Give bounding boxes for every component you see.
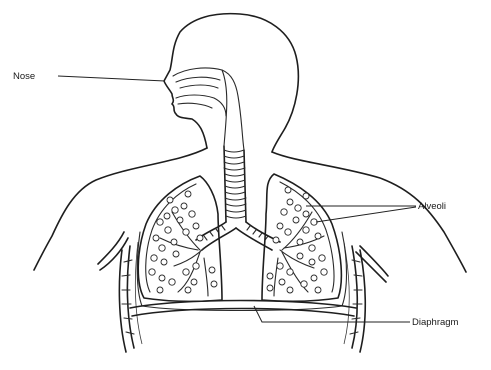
nasal-cavity: [173, 68, 238, 96]
chest-wall-right: [344, 242, 365, 352]
trachea: [224, 146, 246, 222]
head-outline: [164, 14, 298, 152]
mouth: [176, 95, 226, 116]
left-arm: [98, 232, 124, 264]
label-alveoli: Alveoli: [418, 201, 446, 212]
nose-leader-line: [58, 76, 165, 81]
label-diaphragm: Diaphragm: [412, 317, 459, 328]
label-nose: Nose: [13, 71, 35, 82]
label-nose-group: Nose: [13, 71, 165, 82]
bronchi: [196, 222, 280, 250]
pleura: [137, 232, 346, 311]
left-lung: [138, 176, 222, 301]
label-alveoli-group: Alveoli: [306, 201, 446, 222]
alveoli-leader-line-2: [316, 207, 416, 222]
